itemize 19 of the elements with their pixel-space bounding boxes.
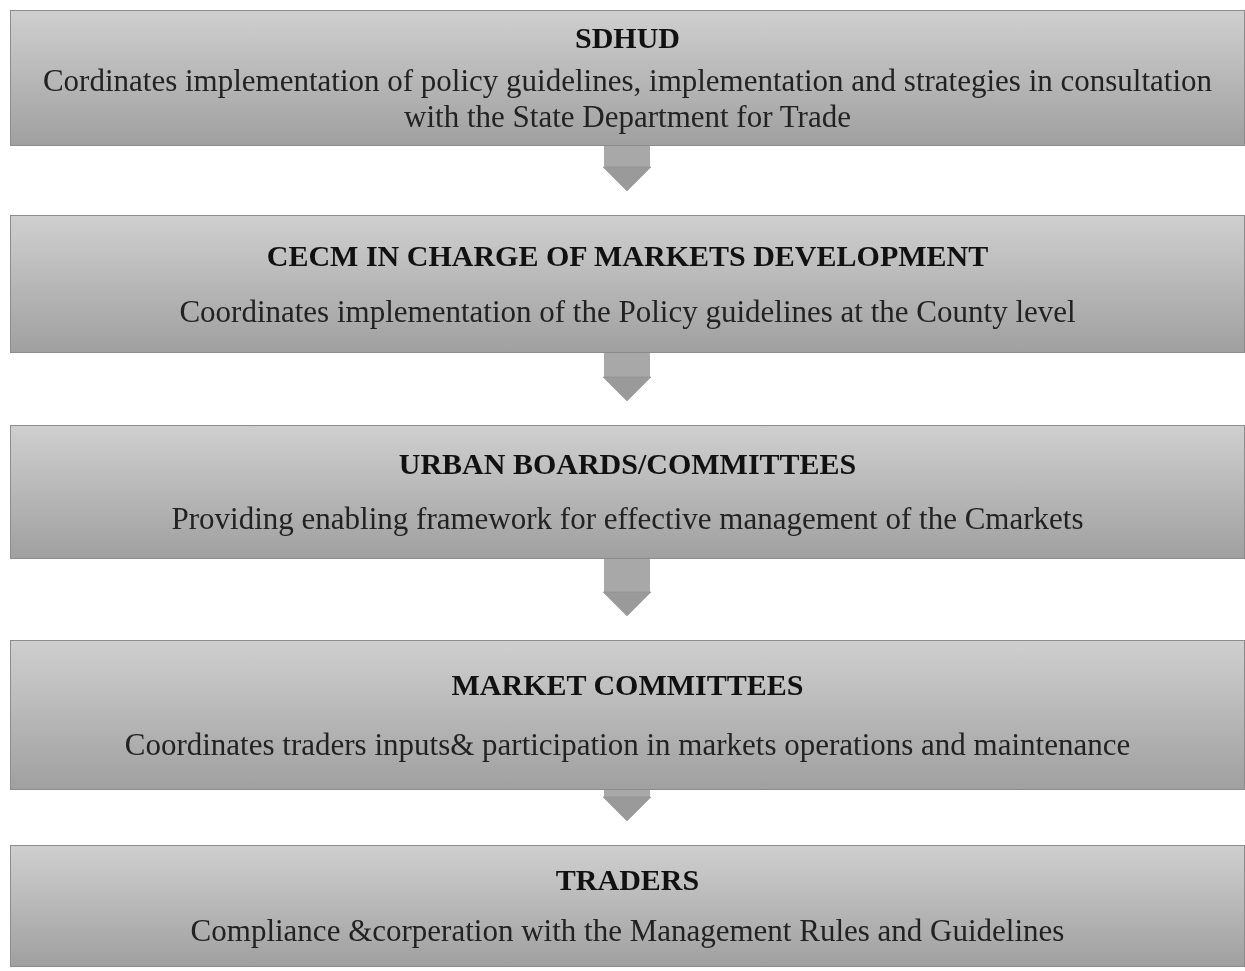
- box-description: Cordinates implementation of policy guidelines, implementation and strategies in consultation with the State Department for Trade: [41, 63, 1214, 135]
- process-box: [10, 845, 1245, 967]
- box-description: Providing enabling framework for effective management of the Cmarkets: [171, 500, 1084, 537]
- box-heading: MARKET COMMITTEES: [451, 667, 804, 702]
- box-heading: SDHUD: [575, 21, 680, 56]
- down-arrow: [602, 559, 652, 617]
- box-description: Coordinates traders inputs& participation in markets operations and maintenance: [124, 726, 1131, 763]
- box-description: Coordinates implementation of the Policy guidelines at the County level: [179, 293, 1076, 330]
- down-arrow: [602, 790, 652, 822]
- process-box: [10, 215, 1245, 353]
- box-heading: CECM IN CHARGE OF MARKETS DEVELOPMENT: [266, 238, 989, 273]
- box-heading: TRADERS: [555, 863, 700, 898]
- box-heading: URBAN BOARDS/COMMITTEES: [398, 447, 857, 482]
- box-description: Compliance &corperation with the Management Rules and Guidelines: [190, 912, 1065, 949]
- process-box: [10, 640, 1245, 790]
- down-arrow: [602, 146, 652, 192]
- process-box: [10, 10, 1245, 146]
- down-arrow: [602, 353, 652, 402]
- process-box: [10, 425, 1245, 559]
